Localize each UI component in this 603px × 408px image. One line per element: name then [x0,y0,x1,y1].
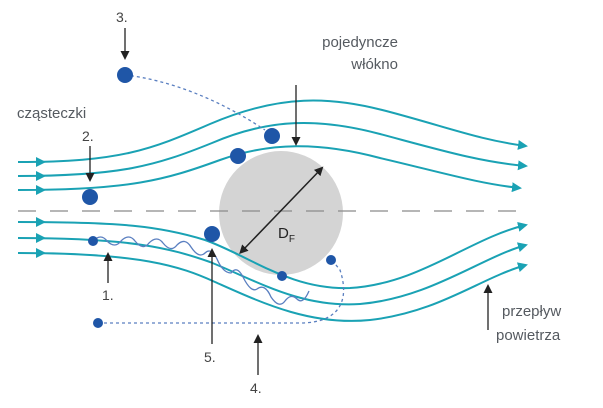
streamline [17,145,522,193]
trajectory-diffusion [92,236,310,305]
particles [82,67,336,328]
label-single-fiber-1: pojedyncze [322,34,398,51]
mechanism-number-4: 4. [250,380,262,396]
particle [117,67,133,83]
streamline [17,121,528,177]
streamline [17,221,528,290]
mechanism-number-3: 3. [116,9,128,25]
particle [277,271,287,281]
pointer-arrows [85,28,493,375]
particle [230,148,246,164]
label-airflow-2: powietrza [496,327,561,344]
inlet-arrows [36,157,46,258]
particle [264,128,280,144]
streamline [17,252,528,322]
particle-trajectories [92,74,345,324]
label-single-fiber-2: włókno [350,56,398,73]
mechanism-number-1: 1. [102,287,114,303]
diameter-arrow [239,166,324,255]
streamline [17,99,528,163]
mechanism-number-2: 2. [82,128,94,144]
particle [326,255,336,265]
trajectory-interception [124,74,266,131]
diameter-label: DF [278,225,295,245]
trajectory-gravity [98,259,345,324]
particle [204,226,220,242]
particle [88,236,98,246]
particle [93,318,103,328]
fiber-circle [219,151,343,275]
label-airflow-1: przepływ [502,303,561,320]
streamlines-upper [17,99,528,193]
mechanism-number-5: 5. [204,349,216,365]
label-particles: cząsteczki [17,105,86,122]
particle [82,189,98,205]
